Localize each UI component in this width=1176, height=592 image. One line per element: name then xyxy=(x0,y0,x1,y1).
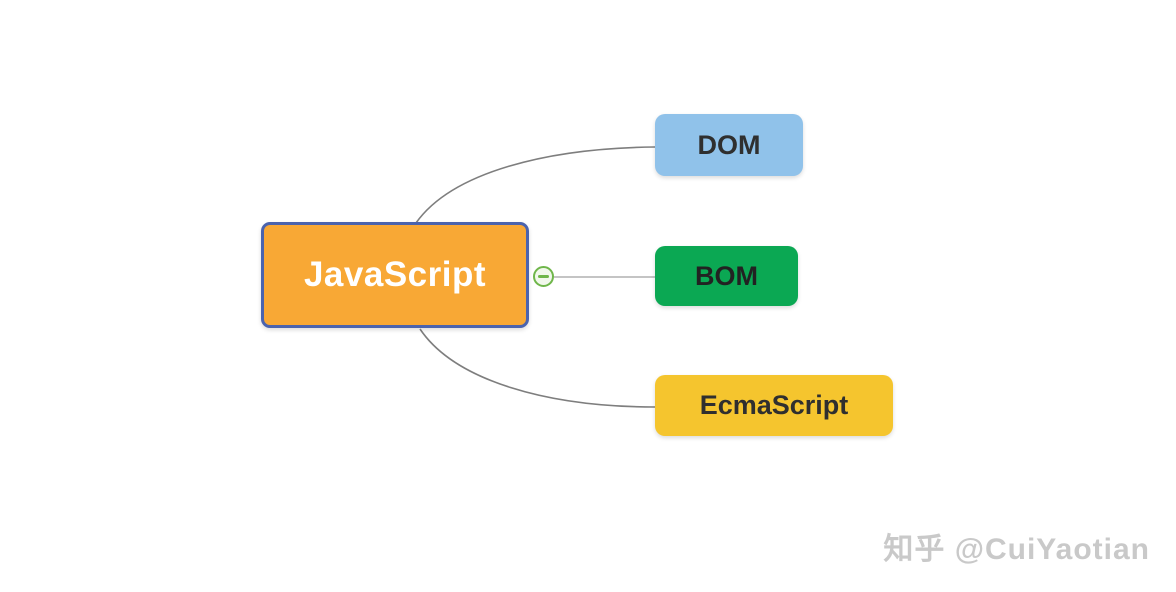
node-javascript-label: JavaScript xyxy=(303,255,487,294)
minus-icon xyxy=(538,275,549,278)
node-bom[interactable]: BOM xyxy=(655,246,798,306)
watermark: 知乎 @CuiYaotian xyxy=(883,533,1150,566)
node-javascript[interactable]: JavaScript xyxy=(261,222,529,328)
node-ecmascript[interactable]: EcmaScript xyxy=(655,375,893,436)
collapse-button[interactable] xyxy=(533,266,554,287)
node-dom[interactable]: DOM xyxy=(655,114,803,176)
connector-root-to-dom xyxy=(415,146,656,224)
node-dom-label: DOM xyxy=(697,129,761,160)
node-ecmascript-label: EcmaScript xyxy=(699,390,849,420)
connector-root-to-ecmascript xyxy=(419,328,656,408)
node-bom-label: BOM xyxy=(695,260,758,291)
